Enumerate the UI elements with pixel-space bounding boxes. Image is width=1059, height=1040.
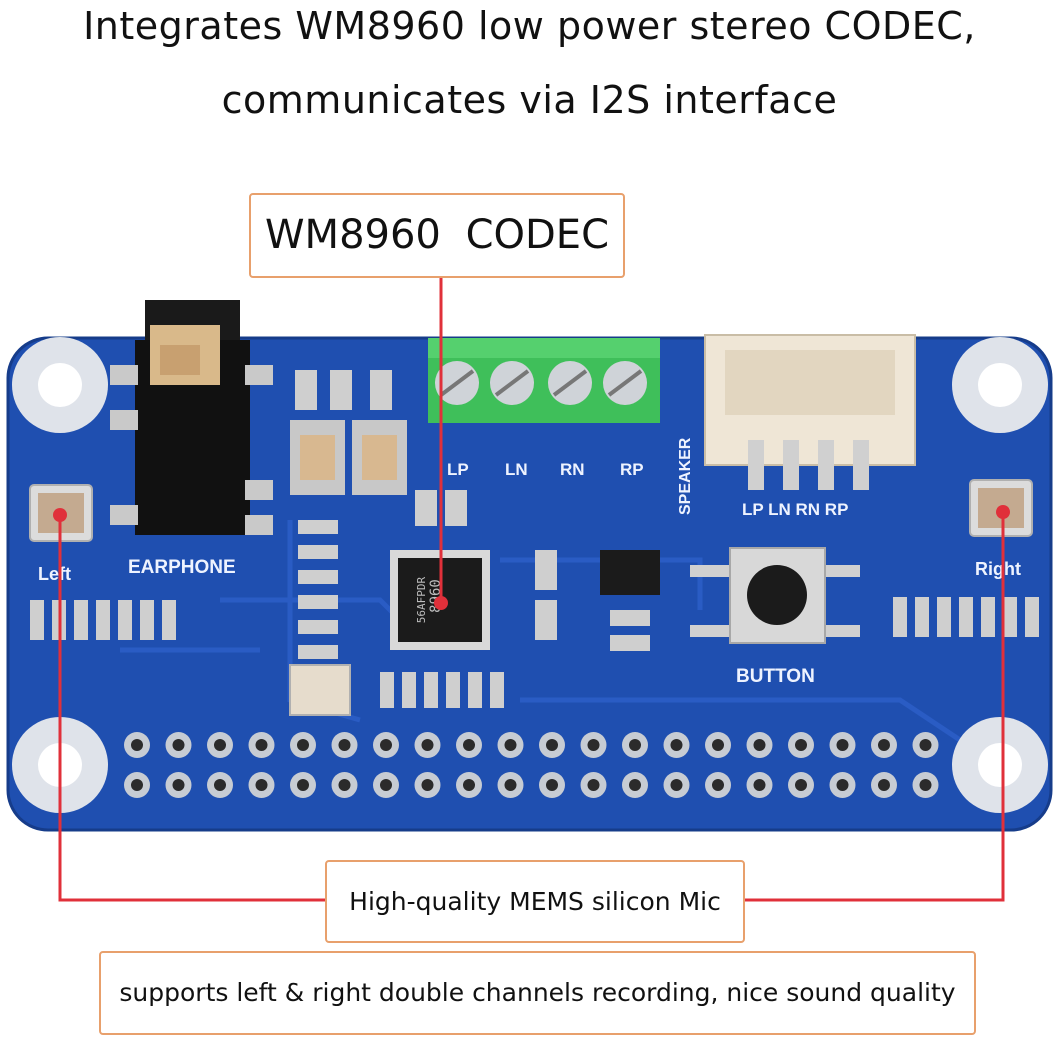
speaker-connector [704,334,916,490]
earphone-label: EARPHONE [128,557,236,578]
resistor-row-bottom [380,672,504,708]
earphone-jack [110,300,273,535]
gpio-pin-hole [214,739,226,751]
gpio-pin-hole [587,779,600,791]
gpio-pin-hole [380,739,392,751]
gpio-pin-hole [919,739,932,751]
gpio-pin-hole [214,779,226,791]
gpio-pin-hole [712,739,724,751]
gpio-pin-hole [878,779,890,791]
capacitors [290,370,407,495]
gpio-pin-hole [504,779,517,791]
gpio-pin-hole [712,779,724,791]
gpio-pin-hole [836,779,849,791]
left-mic-label: Left [38,564,71,584]
resistor-array-right [893,597,1039,637]
mic-callout: High-quality MEMS silicon Mic [325,860,745,943]
mounting-hole-top-right [952,337,1048,433]
codec-callout: WM8960 CODEC [249,193,625,278]
gpio-pin-hole [380,779,392,791]
gpio-pin-hole [421,739,434,751]
gpio-pin-hole [670,779,683,791]
gpio-pin-hole [504,739,517,751]
gpio-pin-hole [338,779,351,791]
gpio-pin-hole [255,739,268,751]
gpio-pin-hole [546,739,558,751]
button-label: BUTTON [736,666,815,687]
gpio-pin-hole [297,739,309,751]
gpio-pin-hole [587,739,600,751]
gpio-pin-hole [297,779,309,791]
terminal-label-rn: RN [560,460,585,479]
speaker-label: SPEAKER [677,437,694,515]
gpio-pin-hole [421,779,434,791]
speaker-terminal-block [428,338,660,423]
gpio-pin-hole [878,739,890,751]
gpio-pin-hole [836,739,849,751]
right-mic-marker-dot [996,505,1010,519]
gpio-pin-hole [131,739,143,751]
gpio-pin-hole [172,739,185,751]
codec-marker-dot [434,596,448,610]
gpio-pin-hole [172,779,185,791]
chip-marking-2: 56AFPDR [415,576,428,623]
transistor [600,550,660,595]
connector-labels: LP LN RN RP [742,500,848,519]
gpio-pin-hole [795,739,807,751]
gpio-pin-hole [255,779,268,791]
gpio-pin-hole [629,739,641,751]
gpio-pin-hole [670,739,683,751]
terminal-label-lp: LP [447,460,469,479]
gpio-pin-hole [795,779,807,791]
crystal-oscillator [289,664,351,716]
right-mic-label: Right [975,559,1021,579]
terminal-label-ln: LN [505,460,528,479]
gpio-pin-hole [919,779,932,791]
headline-line-2: communicates via I2S interface [221,78,838,122]
gpio-pin-hole [546,779,558,791]
terminal-label-rp: RP [620,460,644,479]
leader-lines [58,278,1005,902]
mounting-hole-top-left [12,337,108,433]
feature-callout: supports left & right double channels re… [99,951,976,1035]
passive-column [298,520,338,659]
gpio-header [124,732,939,798]
left-mic-marker-dot [53,508,67,522]
headline-line-1: Integrates WM8960 low power stereo CODEC… [83,4,976,48]
gpio-pin-hole [753,779,766,791]
tactile-button [690,547,860,644]
gpio-pin-hole [463,739,475,751]
gpio-pin-hole [338,739,351,751]
gpio-pin-hole [753,739,766,751]
gpio-pin-hole [131,779,143,791]
gpio-pin-hole [463,779,475,791]
mounting-hole-bottom-right [952,717,1048,813]
gpio-pin-hole [629,779,641,791]
